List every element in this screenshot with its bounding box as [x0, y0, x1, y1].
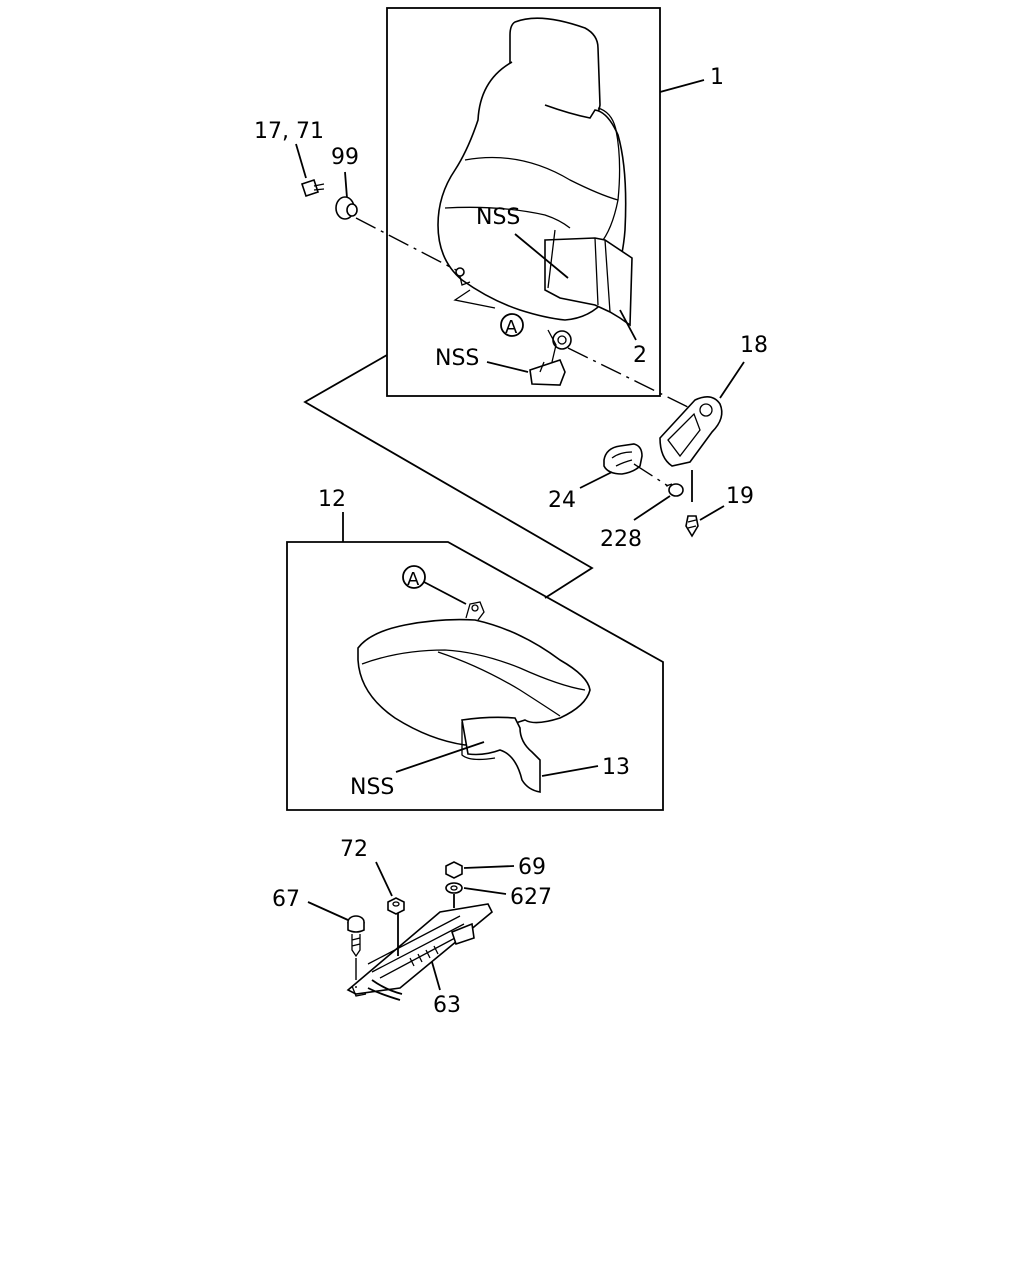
seat-rail-block [451, 922, 475, 946]
label-nut-72: 72 [340, 837, 368, 862]
leader-627 [463, 887, 507, 895]
leader-ref-a-lower [423, 581, 467, 605]
cushion-group [286, 541, 664, 811]
ref-a-leader-path [453, 289, 496, 309]
cushion-frame [286, 541, 664, 811]
leader-nss-hinge [486, 361, 529, 373]
seatback-seam-lower [444, 206, 571, 229]
leader-nss-cushion [395, 741, 485, 773]
leader-228 [633, 495, 671, 521]
cushion-hook-eye [471, 604, 479, 612]
leader-99 [344, 171, 348, 199]
label-nss-cushion: NSS [350, 775, 394, 800]
label-knob: 24 [548, 488, 576, 513]
dash-hinge-to-cover [567, 347, 691, 409]
nut-72-part [387, 897, 405, 915]
ref-a-upper-circle [500, 313, 524, 337]
leader-63 [431, 961, 441, 991]
label-pin: 228 [600, 527, 642, 552]
label-cushion-assy: 12 [318, 487, 346, 512]
screw-19-part [685, 515, 699, 538]
seatback-side-line [597, 107, 621, 245]
leader-nss-back [514, 233, 569, 279]
label-bushing: 99 [331, 145, 359, 170]
label-seat-rail: 63 [433, 993, 461, 1018]
label-seatback-assy: 1 [710, 65, 724, 90]
hook-eye [455, 267, 465, 277]
seat-rail-teeth [409, 945, 439, 967]
seat-rail-body [346, 903, 494, 995]
label-hinge-cover: 18 [740, 333, 768, 358]
seatback-frame [386, 7, 661, 397]
leader-72 [375, 861, 393, 897]
nut-69-part [445, 861, 463, 879]
cushion-cover-edge [461, 722, 496, 761]
hinge-pivot-hole [557, 335, 567, 345]
seat-rail-foot [351, 985, 367, 997]
cushion-seam-1 [361, 649, 586, 691]
screw-1771-part [300, 178, 325, 198]
leader-13 [541, 765, 599, 777]
bolt-part [347, 915, 365, 958]
leader-19 [699, 505, 725, 521]
hinge-arm [539, 329, 557, 373]
label-seatback-cover: 2 [633, 343, 647, 368]
pin-part [665, 483, 684, 497]
label-screw-1771: 17, 71 [254, 119, 324, 144]
seatback-cover-lines [547, 229, 611, 313]
seat-rail-group [346, 903, 494, 1001]
seatback-group [386, 7, 661, 397]
ref-a-lower-label: A [407, 569, 420, 590]
leader-1771 [295, 143, 307, 179]
cushion-cover-part [461, 716, 541, 793]
dash-knob-to-pin [633, 463, 669, 487]
ref-a-upper-label: A [505, 317, 518, 338]
seatback-seam [464, 156, 619, 201]
hinge-cover-part [659, 396, 723, 467]
leader-24 [579, 471, 613, 489]
leader-1 [659, 79, 705, 93]
label-nss-back: NSS [476, 205, 520, 230]
label-nss-hinge: NSS [435, 346, 479, 371]
cushion-seam-2 [437, 651, 561, 717]
leader-69 [463, 865, 515, 869]
leader-2 [619, 309, 637, 341]
label-nut-69: 69 [518, 855, 546, 880]
knob-part [603, 443, 643, 475]
seatback-cover-part [544, 237, 633, 327]
label-bolt: 67 [272, 887, 300, 912]
assembly-outline-line [303, 354, 594, 599]
leader-18 [719, 361, 745, 399]
leader-67 [307, 901, 349, 921]
ref-a-lower-circle [402, 565, 426, 589]
label-screw: 19 [726, 484, 754, 509]
label-washer: 627 [510, 885, 552, 910]
dash-bushing-to-hook [355, 217, 457, 271]
cushion-hook [465, 601, 485, 621]
label-cushion-cover: 13 [602, 755, 630, 780]
hinge-bracket [529, 359, 566, 386]
bushing-part [335, 196, 358, 220]
seat-rail-handle [367, 979, 403, 1001]
washer-part [445, 882, 463, 894]
